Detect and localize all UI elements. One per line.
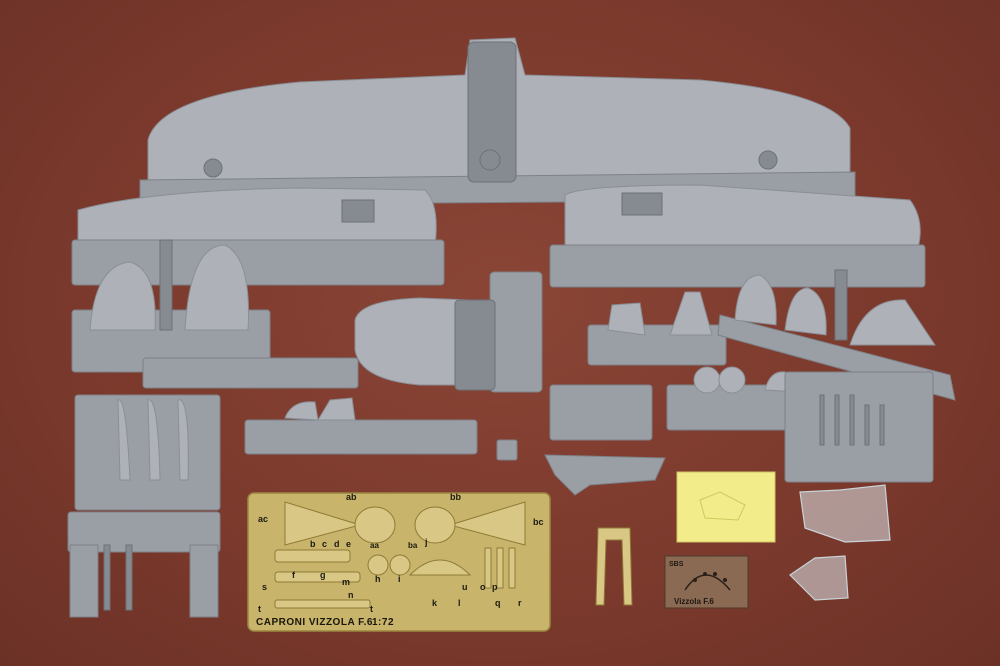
pe-label-c: c bbox=[322, 539, 327, 549]
pe-label-f: f bbox=[292, 570, 296, 580]
pe-label-d: d bbox=[334, 539, 340, 549]
pe-label-l: l bbox=[458, 598, 461, 608]
decal-label: Vizzola F.6 bbox=[674, 597, 714, 606]
pe-fret-title: CAPRONI VIZZOLA F.6 bbox=[256, 617, 373, 628]
pe-label-n: n bbox=[348, 590, 354, 600]
resin-landing-gear bbox=[67, 511, 221, 618]
pe-label-aa: aa bbox=[370, 541, 379, 550]
pe-fret-scale: 1:72 bbox=[372, 617, 394, 628]
pe-label-i: i bbox=[398, 574, 401, 584]
pe-label-m: m bbox=[342, 577, 350, 587]
pe-label-q: q bbox=[495, 598, 501, 608]
decal-sheet: SBS Vizzola F.6 bbox=[664, 555, 749, 609]
photo-etch-fret: ab bb ac bc b c d e aa ba j f g m h i o … bbox=[247, 492, 551, 632]
pe-label-b: b bbox=[310, 539, 316, 549]
pe-label-bb: bb bbox=[450, 492, 461, 502]
pe-label-r: r bbox=[518, 598, 522, 608]
resin-fuselage-right bbox=[549, 184, 926, 288]
pe-label-e: e bbox=[346, 539, 351, 549]
mask-outline bbox=[699, 491, 746, 521]
resin-engine bbox=[354, 271, 543, 393]
resin-cockpit-strip bbox=[142, 357, 359, 389]
pe-label-p: p bbox=[492, 582, 498, 592]
pe-label-u: u bbox=[462, 582, 468, 592]
clear-canopy-parts bbox=[789, 484, 891, 601]
pe-label-o: o bbox=[480, 582, 486, 592]
resin-exhaust-part bbox=[544, 454, 666, 496]
resin-cockpit-parts bbox=[587, 291, 727, 366]
resin-tail-fins bbox=[71, 239, 271, 373]
pe-label-ba: ba bbox=[408, 541, 418, 550]
pe-label-h: h bbox=[375, 574, 381, 584]
pe-label-bc: bc bbox=[533, 517, 544, 527]
pe-label-j: j bbox=[424, 537, 428, 547]
pe-label-t-left: t bbox=[258, 604, 261, 614]
resin-wing bbox=[139, 37, 856, 206]
pe-label-ac: ac bbox=[258, 514, 268, 524]
resin-small-parts bbox=[244, 366, 799, 461]
pe-label-g: g bbox=[320, 570, 326, 580]
pe-label-t-right: t bbox=[370, 604, 373, 614]
pe-label-s: s bbox=[262, 582, 267, 592]
photo-etch-strut bbox=[595, 527, 633, 606]
decal-code: SBS bbox=[669, 561, 684, 568]
resin-propeller-tree bbox=[74, 394, 221, 511]
pe-label-k: k bbox=[432, 598, 438, 608]
resin-struts bbox=[784, 371, 934, 483]
paint-mask-sheet bbox=[676, 471, 776, 543]
pe-label-ab: ab bbox=[346, 492, 357, 502]
